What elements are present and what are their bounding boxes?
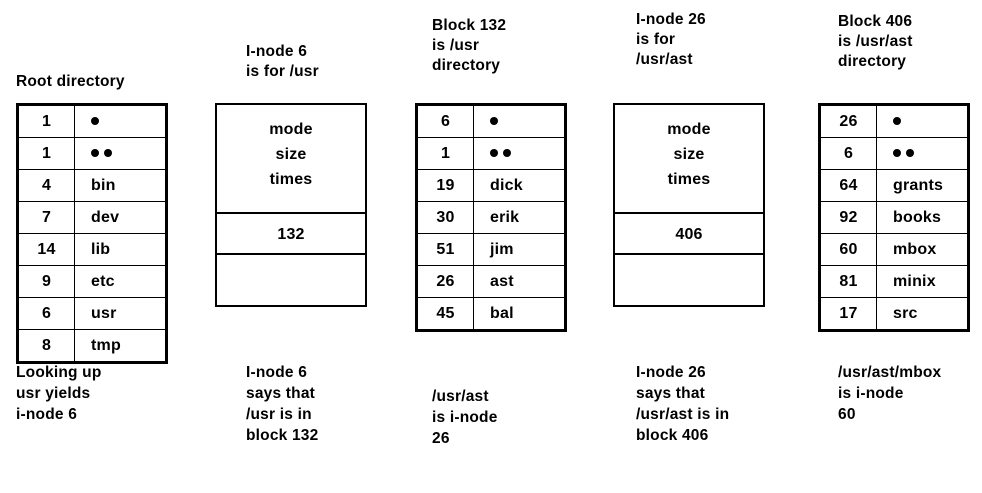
dot-glyph — [906, 149, 914, 158]
block-132-caption: /usr/ast is i-node 26 — [432, 388, 498, 447]
file-name-cell: src — [876, 297, 968, 330]
inode-number-cell: 30 — [417, 201, 474, 234]
file-name-cell: grants — [876, 169, 968, 202]
inode-26-caption: I-node 26 says that /usr/ast is in block… — [636, 364, 730, 444]
file-name-cell: minix — [876, 265, 968, 298]
inode-6-header: I-node 6 is for /usr — [246, 43, 319, 80]
root-directory-header: Root directory — [16, 73, 125, 90]
block-406-header: Block 406 is /usr/ast directory — [838, 13, 913, 70]
table-row: 26 — [820, 105, 968, 138]
inode-metadata: mode size times — [615, 105, 763, 214]
table-row: 1 — [18, 105, 166, 138]
dot-glyph — [893, 117, 901, 126]
dot-glyph — [104, 149, 112, 158]
file-name-cell: jim — [473, 233, 565, 266]
inode-number-cell: 8 — [18, 329, 75, 362]
inode-number-cell: 92 — [820, 201, 877, 234]
file-name-cell: mbox — [876, 233, 968, 266]
block-406-caption: /usr/ast/mbox is i-node 60 — [838, 364, 942, 423]
inode-number-cell: 7 — [18, 201, 75, 234]
inode-number-cell: 26 — [417, 265, 474, 298]
inode-metadata: mode size times — [217, 105, 365, 214]
table-row: 1 — [18, 137, 166, 170]
inode-number-cell: 17 — [820, 297, 877, 330]
file-name-cell: dev — [74, 201, 166, 234]
inode-number-cell: 45 — [417, 297, 474, 330]
root-directory-caption: Looking up usr yields i-node 6 — [16, 364, 102, 423]
dot-glyph — [503, 149, 511, 158]
inode-number-cell: 1 — [18, 137, 75, 170]
file-name-cell: erik — [473, 201, 565, 234]
file-name-cell — [74, 137, 166, 170]
inode-empty-section — [615, 255, 763, 305]
file-name-cell: ast — [473, 265, 565, 298]
table-row: 6 — [417, 105, 565, 138]
dot-glyph — [91, 149, 99, 158]
inode-number-cell: 1 — [417, 137, 474, 170]
file-name-cell: usr — [74, 297, 166, 330]
inode-number-cell: 9 — [18, 265, 75, 298]
file-name-cell — [74, 105, 166, 138]
inode-number-cell: 14 — [18, 233, 75, 266]
inode-6-caption: I-node 6 says that /usr is in block 132 — [246, 364, 319, 444]
dot-glyph — [91, 117, 99, 126]
inode-block-pointer: 132 — [217, 214, 365, 255]
table-row: 1 — [417, 137, 565, 170]
file-name-cell — [473, 105, 565, 138]
inode-number-cell: 4 — [18, 169, 75, 202]
dot-glyph — [490, 149, 498, 158]
block-132-header: Block 132 is /usr directory — [432, 17, 507, 74]
inode-number-cell: 26 — [820, 105, 877, 138]
inode-empty-section — [217, 255, 365, 305]
file-name-cell: books — [876, 201, 968, 234]
inode-number-cell: 81 — [820, 265, 877, 298]
dot-glyph — [893, 149, 901, 158]
file-name-cell: bin — [74, 169, 166, 202]
file-name-cell: bal — [473, 297, 565, 330]
file-name-cell: tmp — [74, 329, 166, 362]
inode-26-header: I-node 26 is for /usr/ast — [636, 11, 706, 68]
inode-number-cell: 6 — [18, 297, 75, 330]
file-name-cell — [876, 137, 968, 170]
file-name-cell: lib — [74, 233, 166, 266]
inode-number-cell: 1 — [18, 105, 75, 138]
inode-number-cell: 6 — [417, 105, 474, 138]
file-name-cell: etc — [74, 265, 166, 298]
table-row: 6 — [820, 137, 968, 170]
file-name-cell — [473, 137, 565, 170]
inode-block-pointer: 406 — [615, 214, 763, 255]
inode-number-cell: 60 — [820, 233, 877, 266]
inode-number-cell: 19 — [417, 169, 474, 202]
file-name-cell — [876, 105, 968, 138]
inode-number-cell: 51 — [417, 233, 474, 266]
dot-glyph — [490, 117, 498, 126]
file-name-cell: dick — [473, 169, 565, 202]
inode-number-cell: 64 — [820, 169, 877, 202]
inode-number-cell: 6 — [820, 137, 877, 170]
